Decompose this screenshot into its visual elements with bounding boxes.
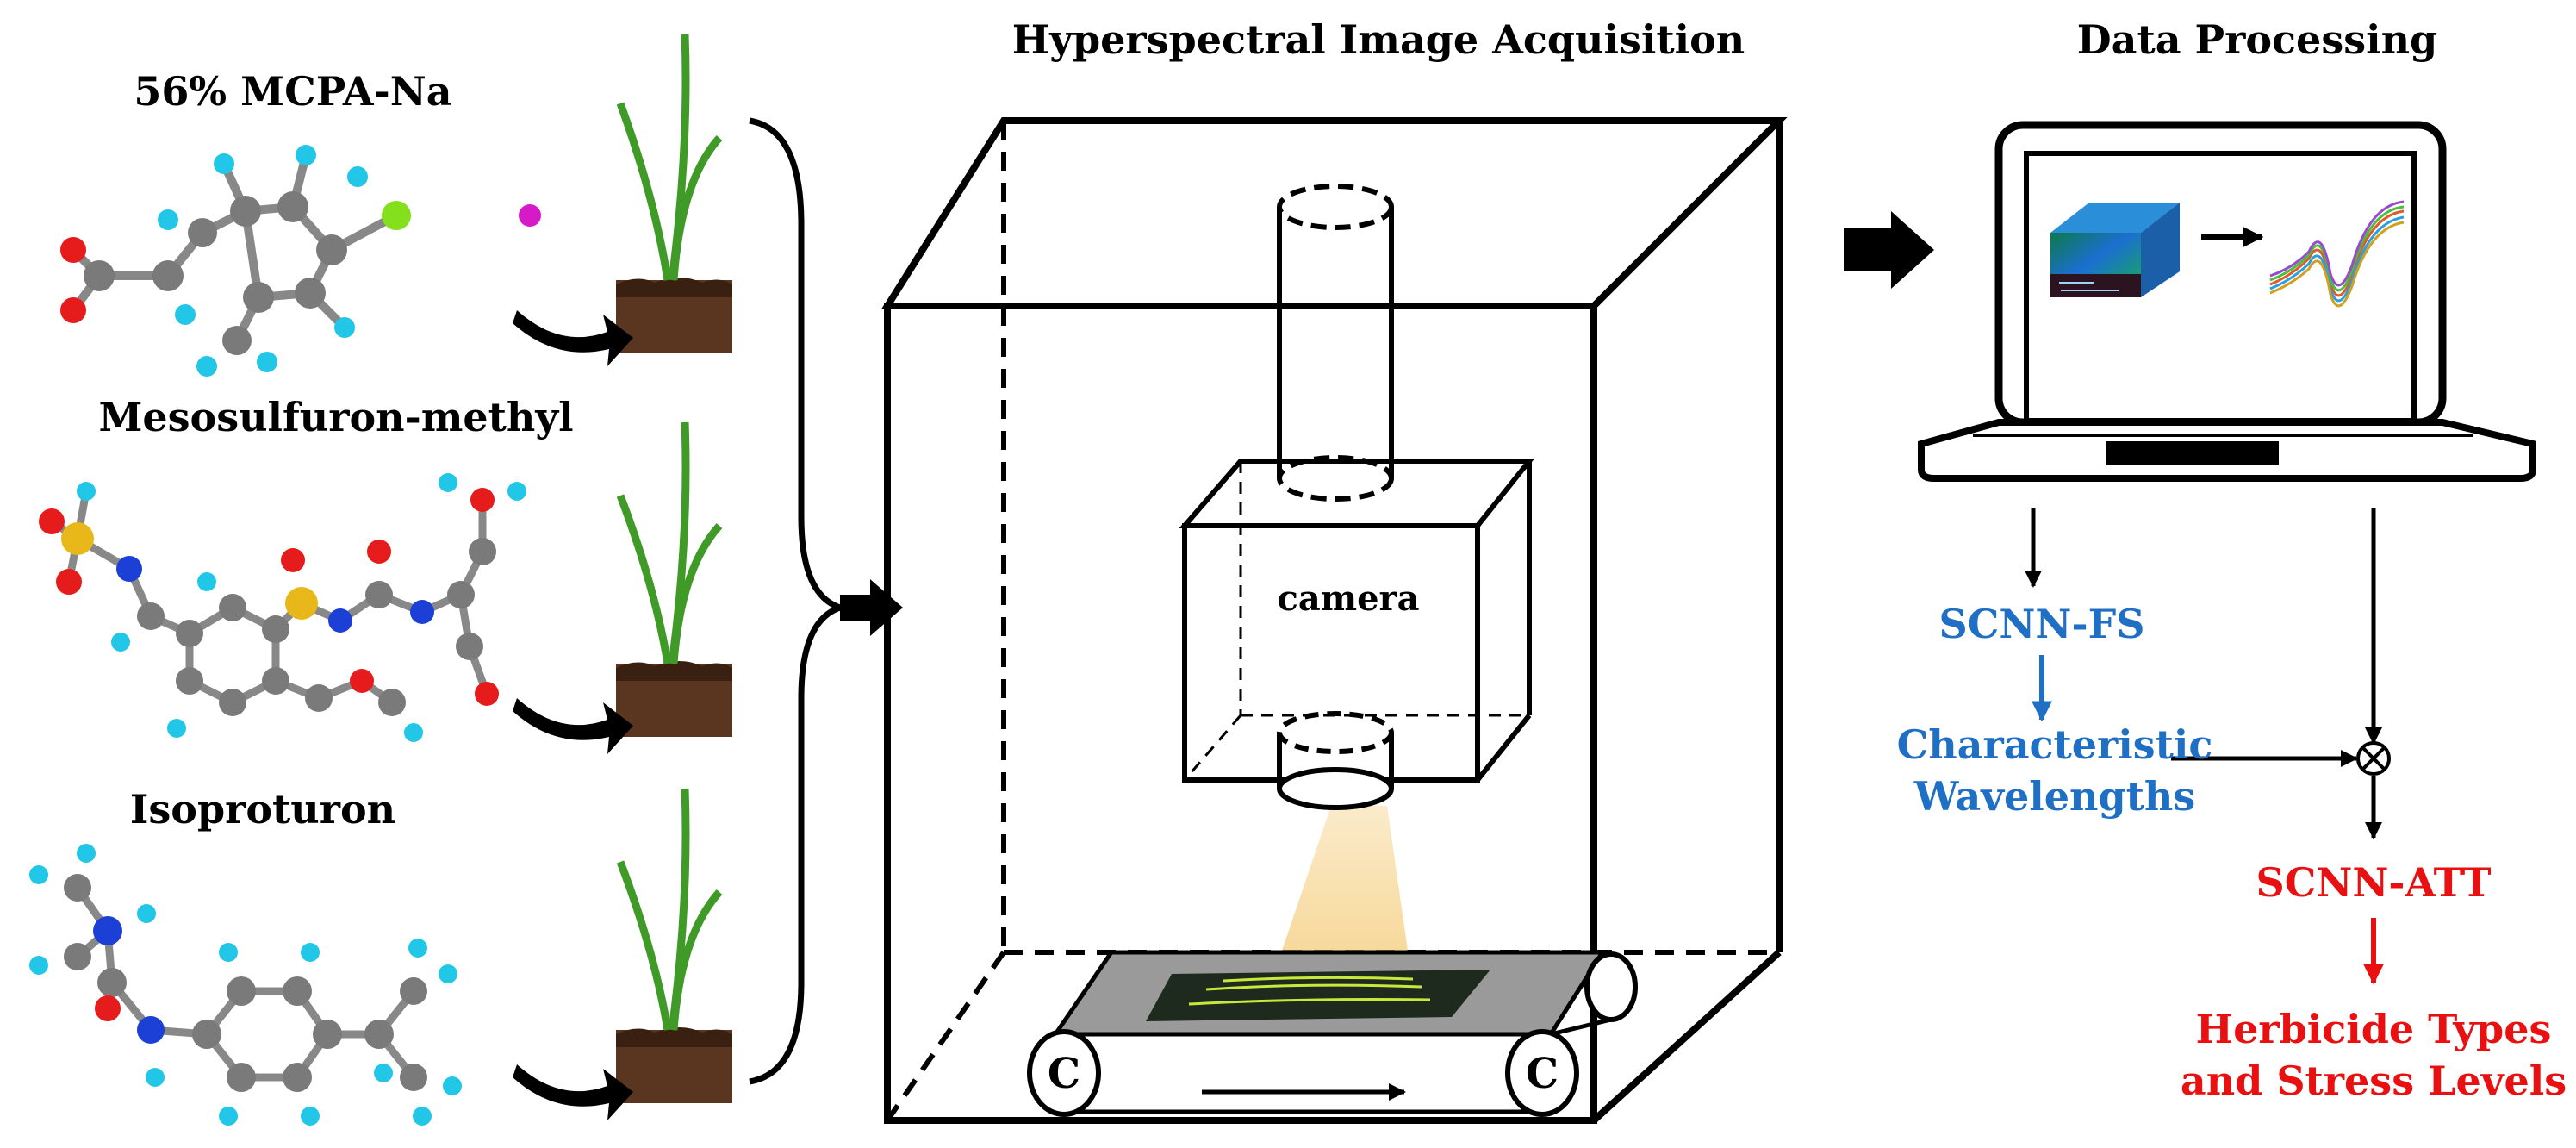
processing-title: Data Processing — [2077, 16, 2437, 63]
characteristic-label-line2: Wavelengths — [1913, 773, 2195, 820]
arrow-icon — [513, 310, 633, 366]
acquisition-title: Hyperspectral Image Acquisition — [1012, 16, 1745, 63]
grouping-brace — [749, 117, 850, 1085]
conveyor-roller-mark-left: C — [1048, 1050, 1080, 1098]
application-arrows — [513, 310, 633, 1120]
multiply-circle-icon — [2356, 741, 2391, 776]
plant-pot-icon — [616, 34, 732, 353]
molecule-icon — [39, 473, 526, 742]
molecule-icon — [29, 844, 462, 1126]
molecule-icon — [60, 145, 541, 377]
output-label-line1: Herbicide Types — [2196, 1006, 2552, 1052]
herbicide-label-isoproturon: Isoproturon — [130, 786, 395, 833]
scnn-att-label: SCNN-ATT — [2256, 859, 2491, 906]
output-label-line2: and Stress Levels — [2181, 1058, 2567, 1104]
arrow-icon — [1844, 211, 1934, 289]
processing-flow-lines — [2025, 508, 2384, 985]
laptop-icon — [1918, 121, 2536, 482]
conveyor-roller-mark-right: C — [1526, 1050, 1559, 1098]
scnn-fs-label: SCNN-FS — [1939, 601, 2145, 647]
herbicide-labels: 56% MCPA-Na Mesosulfuron-methyl Isoprotu… — [98, 68, 573, 833]
plant-pot-icon — [616, 788, 732, 1103]
plant-pot-icon — [616, 421, 732, 737]
camera-icon — [1179, 184, 1535, 810]
conveyor-belt — [1027, 950, 1638, 1117]
characteristic-label-line1: Characteristic — [1897, 721, 2213, 768]
camera-label: camera — [1277, 578, 1419, 619]
herbicide-label-mesosulfuron: Mesosulfuron-methyl — [98, 394, 573, 440]
spectra-icon — [2269, 200, 2405, 308]
arrow-icon — [513, 698, 633, 754]
hypercube-icon — [2050, 203, 2180, 297]
arrow-icon — [840, 579, 903, 636]
arrow-icon — [513, 1064, 633, 1120]
herbicide-label-mcpa: 56% MCPA-Na — [134, 68, 451, 115]
